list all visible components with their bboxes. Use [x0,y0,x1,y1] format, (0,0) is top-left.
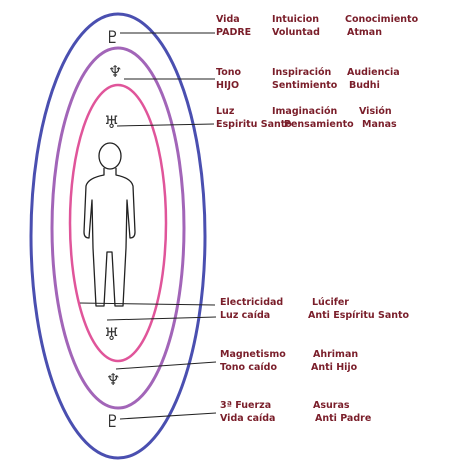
label-audiencia: Audiencia [347,67,400,78]
label-asuras: Asuras [313,400,350,411]
label-anti-hijo: Anti Hijo [311,362,358,373]
connector-electricidad [79,302,216,306]
label-manas: Manas [362,119,397,130]
label-voluntad: Voluntad [272,27,320,38]
label-tercera-fuerza: 3ª Fuerza [220,400,272,411]
connector-lines [79,32,217,420]
label-intuicion: Intuicion [272,14,320,25]
label-espiritu-santo: Espiritu Santo [216,119,292,130]
label-hijo: HIJO [216,80,240,91]
label-luz-caida: Luz caída [220,310,271,321]
middle-ring [50,46,186,410]
uranus-icon: ♅ [104,113,119,133]
label-pensamiento: Pensamiento [284,119,354,130]
label-imaginacion: Imaginación [272,106,338,117]
label-tono: Tono [216,67,242,78]
uranus-lower-icon: ♅ [104,325,119,345]
connector-magnetismo [115,361,217,370]
label-lucifer: Lúcifer [312,297,349,308]
label-vida-caida: Vida caída [220,413,276,424]
label-budhi: Budhi [349,80,380,91]
label-atman: Atman [347,27,382,38]
outer-ring [29,12,207,460]
pluto-lower-icon: ♇ [105,412,120,432]
human-figure [83,142,136,307]
neptune-lower-icon: ♆ [106,370,120,389]
label-vida: Vida [216,14,240,25]
connector-luz [116,123,215,127]
label-anti-padre: Anti Padre [315,413,372,424]
label-padre: PADRE [216,27,252,38]
label-inspiracion: Inspiración [272,67,332,78]
label-luz: Luz [216,106,235,117]
label-anti-espiritu-santo: Anti Espíritu Santo [308,310,410,321]
inner-ring [68,83,168,363]
label-ahriman: Ahriman [313,349,359,360]
connector-luz-caida [106,316,217,321]
connector-vida-caida [119,412,217,420]
label-sentimiento: Sentimiento [272,80,338,91]
neptune-icon: ♆ [108,62,122,81]
label-tono-caido: Tono caído [220,362,277,373]
label-magnetismo: Magnetismo [220,349,286,360]
label-vision: Visión [359,106,392,117]
label-conocimiento: Conocimiento [345,14,419,25]
label-electricidad: Electricidad [220,297,284,308]
pluto-icon: ♇ [105,28,120,48]
